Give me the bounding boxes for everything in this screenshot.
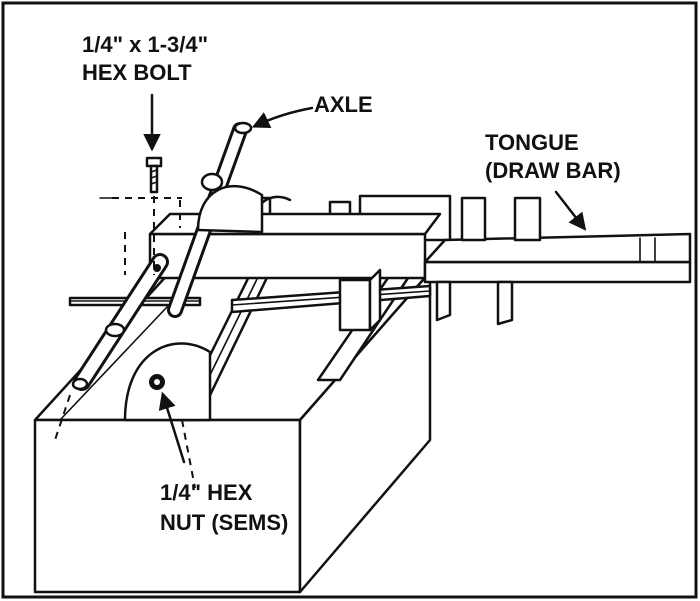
nut-label-line2: NUT (SEMS) bbox=[160, 510, 288, 535]
leader-arrows bbox=[143, 93, 587, 464]
guide-lines bbox=[54, 196, 196, 489]
axle-lower bbox=[71, 253, 169, 391]
tongue-label-line1: TONGUE bbox=[485, 130, 579, 155]
bolt-label-line1: 1/4" x 1-3/4" bbox=[82, 32, 208, 57]
hex-bolt-icon bbox=[145, 156, 163, 194]
bolt-label-line2: HEX BOLT bbox=[82, 60, 192, 85]
tongue-arrow bbox=[554, 190, 587, 231]
axle-label: AXLE bbox=[314, 92, 373, 117]
tongue-label-line2: (DRAW BAR) bbox=[485, 158, 621, 183]
support-block bbox=[338, 268, 382, 332]
axle-arrow bbox=[251, 106, 314, 128]
axle-mount-upper bbox=[196, 172, 264, 234]
tongue-clips bbox=[435, 196, 542, 326]
nut-label-line1: 1/4" HEX bbox=[160, 480, 253, 505]
nut-arrow bbox=[158, 391, 186, 464]
axle-mount-lower bbox=[123, 342, 212, 422]
